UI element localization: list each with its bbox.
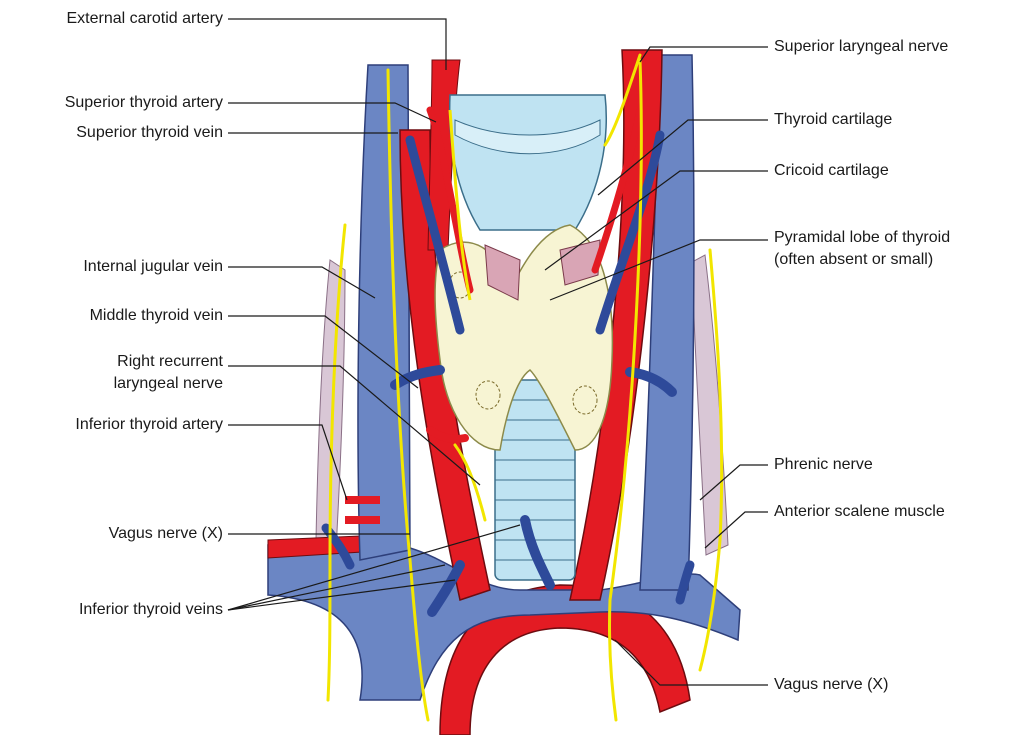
label-pyramidal-lobe-2: (often absent or small) <box>774 250 933 270</box>
label-superior-thyroid-artery: Superior thyroid artery <box>65 93 223 113</box>
label-superior-laryngeal-nerve: Superior laryngeal nerve <box>774 37 948 57</box>
label-vagus-nerve-left: Vagus nerve (X) <box>109 524 223 544</box>
label-inferior-thyroid-veins: Inferior thyroid veins <box>79 600 223 620</box>
label-right-recurrent-2: laryngeal nerve <box>114 374 223 394</box>
label-thyroid-cartilage: Thyroid cartilage <box>774 110 892 130</box>
label-internal-jugular-vein: Internal jugular vein <box>83 257 223 277</box>
label-anterior-scalene-muscle: Anterior scalene muscle <box>774 502 945 522</box>
label-phrenic-nerve: Phrenic nerve <box>774 455 873 475</box>
label-vagus-nerve-right: Vagus nerve (X) <box>774 675 888 695</box>
label-right-recurrent-1: Right recurrent <box>117 352 223 372</box>
label-middle-thyroid-vein: Middle thyroid vein <box>90 306 223 326</box>
label-external-carotid-artery: External carotid artery <box>66 9 223 29</box>
label-cricoid-cartilage: Cricoid cartilage <box>774 161 889 181</box>
label-superior-thyroid-vein: Superior thyroid vein <box>76 123 223 143</box>
label-pyramidal-lobe-1: Pyramidal lobe of thyroid <box>774 228 950 248</box>
leader-internal-jugular-vein <box>228 267 375 298</box>
leader-external-carotid <box>228 19 446 70</box>
thyroid-cartilage-shape <box>450 95 607 230</box>
label-inferior-thyroid-artery: Inferior thyroid artery <box>75 415 223 435</box>
